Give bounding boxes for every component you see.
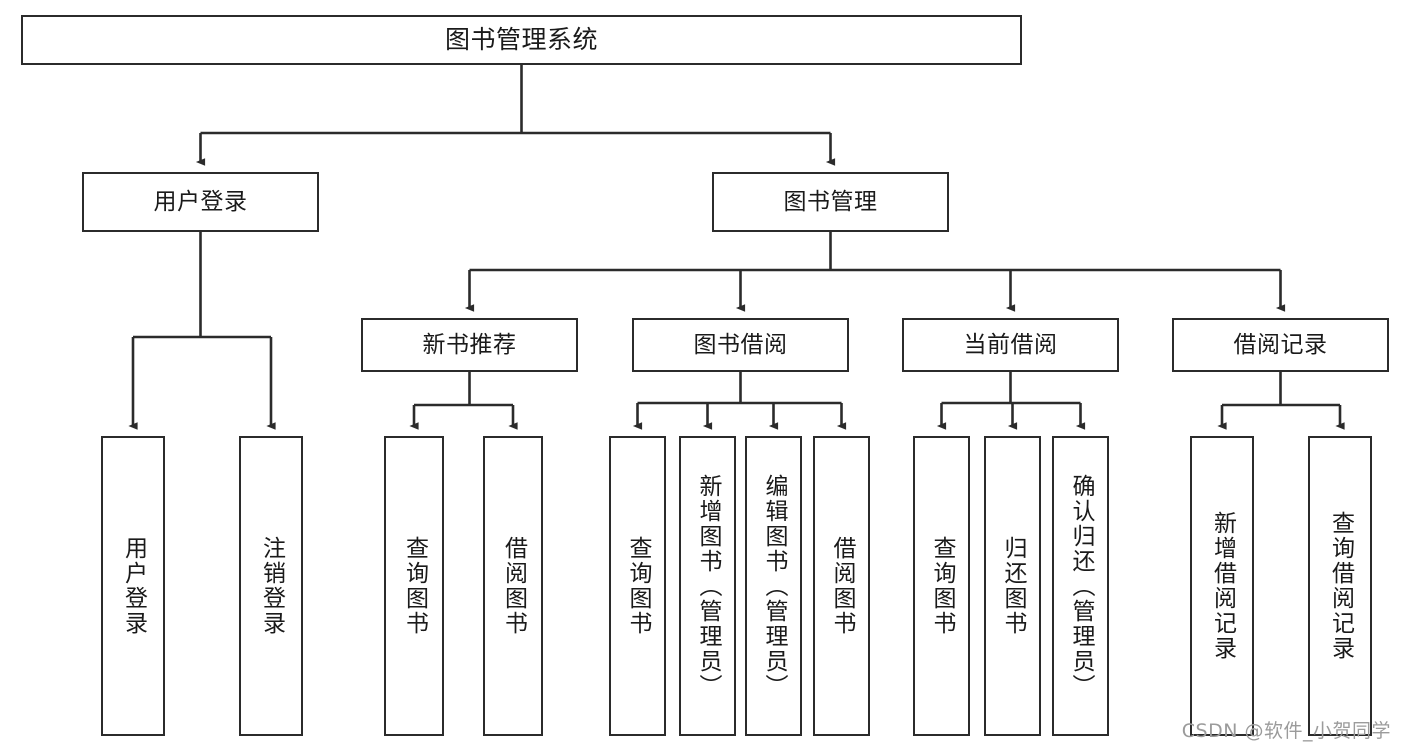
node-leaf-borrow-book-2[interactable]: 借阅图书 — [813, 436, 870, 736]
node-leaf-query-book-2-label: 查询图书 — [625, 536, 651, 636]
node-book-manage-label: 图书管理 — [783, 188, 878, 215]
node-leaf-add-book[interactable]: 新增图书（管理员） — [679, 436, 736, 736]
node-borrow-record[interactable]: 借阅记录 — [1172, 318, 1389, 372]
node-new-book-recommend[interactable]: 新书推荐 — [361, 318, 578, 372]
node-book-borrow[interactable]: 图书借阅 — [632, 318, 849, 372]
node-root[interactable]: 图书管理系统 — [21, 15, 1022, 65]
node-user-login-label: 用户登录 — [153, 188, 248, 215]
node-leaf-user-login[interactable]: 用户登录 — [101, 436, 165, 736]
node-leaf-user-logout[interactable]: 注销登录 — [239, 436, 303, 736]
csdn-watermark: CSDN @软件_小贺同学 — [1181, 720, 1391, 742]
node-root-label: 图书管理系统 — [444, 24, 598, 54]
node-leaf-borrow-book-1[interactable]: 借阅图书 — [483, 436, 543, 736]
node-leaf-return-book-label: 归还图书 — [1000, 536, 1026, 636]
node-user-login[interactable]: 用户登录 — [82, 172, 319, 232]
node-leaf-add-record-label: 新增借阅记录 — [1209, 511, 1236, 661]
node-leaf-query-record[interactable]: 查询借阅记录 — [1308, 436, 1372, 736]
node-leaf-query-book-1[interactable]: 查询图书 — [384, 436, 444, 736]
node-book-borrow-label: 图书借阅 — [693, 331, 788, 358]
node-book-manage[interactable]: 图书管理 — [712, 172, 949, 232]
node-leaf-user-login-label: 用户登录 — [120, 536, 147, 636]
node-leaf-query-book-1-label: 查询图书 — [401, 536, 428, 636]
node-leaf-user-logout-label: 注销登录 — [258, 536, 285, 636]
node-leaf-edit-book[interactable]: 编辑图书（管理员） — [745, 436, 802, 736]
node-current-borrow-label: 当前借阅 — [963, 331, 1058, 358]
node-leaf-confirm-return-label: 确认归还（管理员） — [1068, 473, 1094, 699]
node-leaf-query-record-label: 查询借阅记录 — [1327, 511, 1354, 661]
node-leaf-query-book-2[interactable]: 查询图书 — [609, 436, 666, 736]
node-leaf-add-record[interactable]: 新增借阅记录 — [1190, 436, 1254, 736]
node-leaf-borrow-book-2-label: 借阅图书 — [829, 536, 855, 636]
node-borrow-record-label: 借阅记录 — [1233, 331, 1328, 358]
node-leaf-add-book-label: 新增图书（管理员） — [695, 473, 721, 699]
node-new-book-recommend-label: 新书推荐 — [422, 331, 517, 358]
node-leaf-borrow-book-1-label: 借阅图书 — [500, 536, 527, 636]
node-leaf-return-book[interactable]: 归还图书 — [984, 436, 1041, 736]
node-leaf-edit-book-label: 编辑图书（管理员） — [761, 473, 787, 699]
node-current-borrow[interactable]: 当前借阅 — [902, 318, 1119, 372]
node-leaf-confirm-return[interactable]: 确认归还（管理员） — [1052, 436, 1109, 736]
node-leaf-query-book-3-label: 查询图书 — [929, 536, 955, 636]
node-leaf-query-book-3[interactable]: 查询图书 — [913, 436, 970, 736]
